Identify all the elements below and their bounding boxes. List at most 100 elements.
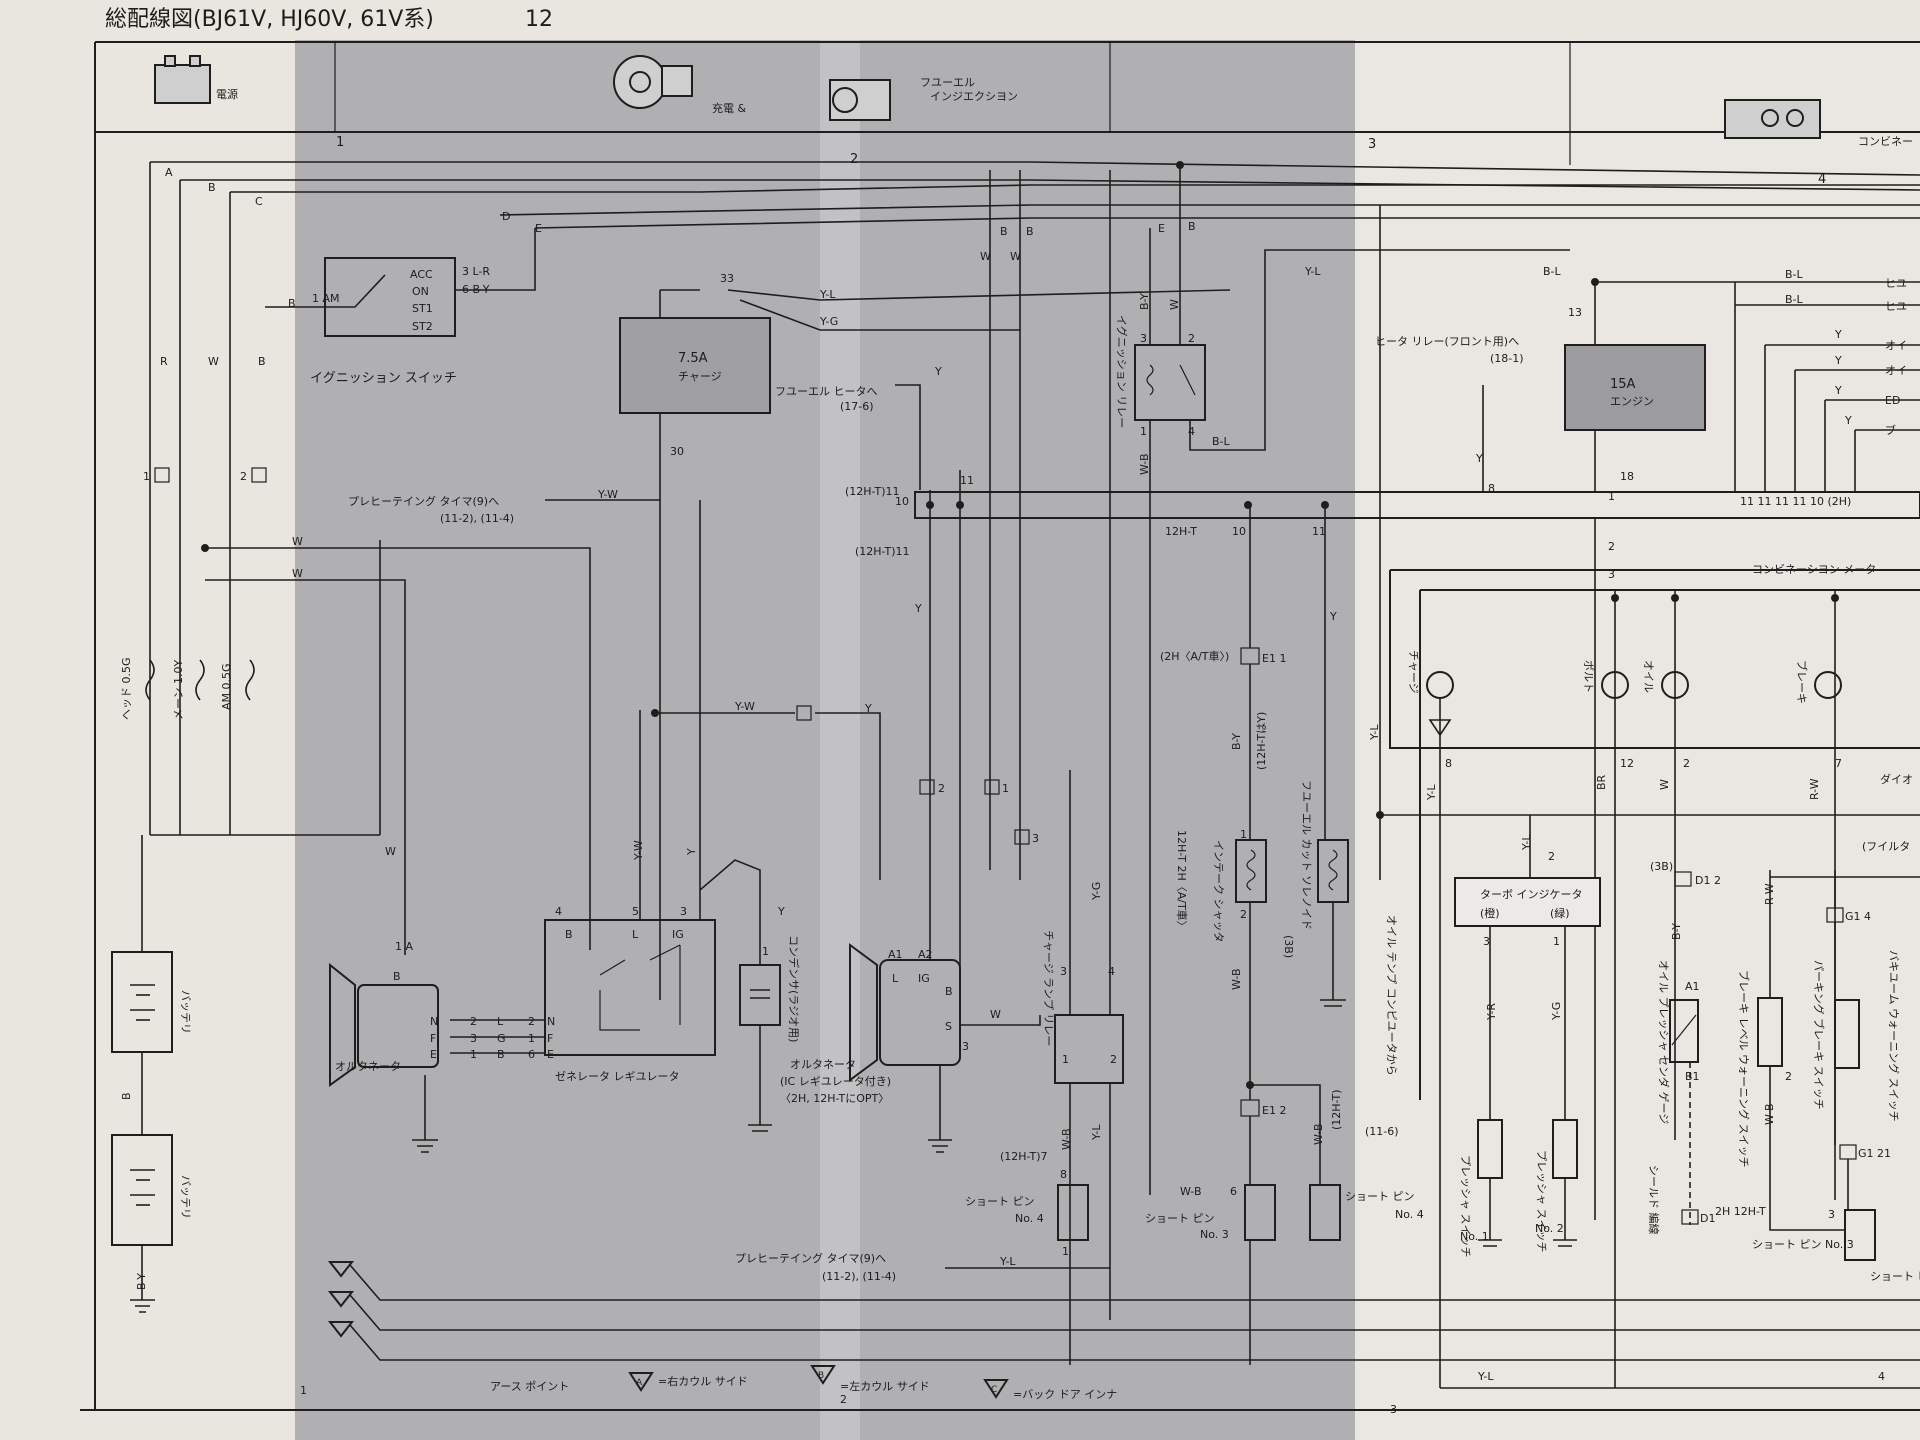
reg-row3-n: E bbox=[547, 1048, 554, 1061]
alt2-wire-w: W bbox=[990, 1008, 1001, 1021]
injection-pump-icon bbox=[829, 79, 891, 121]
gauge-pin-8: 8 bbox=[1445, 757, 1452, 770]
wire-b-left: B bbox=[258, 355, 266, 368]
gauge-wire-yl: Y-L bbox=[1425, 784, 1438, 801]
battery-wire-b: B bbox=[120, 1092, 133, 1100]
line-d: D bbox=[502, 210, 510, 223]
charge-fuse bbox=[619, 317, 771, 414]
column-4: 4 bbox=[1818, 172, 1826, 187]
ign-term-on: ON bbox=[412, 285, 429, 298]
intake-note-2h: (2H〈A/T車〉) bbox=[1160, 649, 1229, 663]
right-out-y-3: Y bbox=[1834, 384, 1842, 397]
right-target-4: オイ bbox=[1885, 364, 1907, 377]
ign-relay-pin-1: 1 bbox=[1140, 425, 1147, 438]
junction bbox=[926, 501, 934, 509]
alt1-ground bbox=[412, 1075, 438, 1153]
shield-label: シールド 編線 bbox=[1647, 1165, 1661, 1235]
harness-bus bbox=[914, 491, 1920, 519]
fuse-links bbox=[145, 659, 255, 701]
mid-12ht-10: 12H-T bbox=[1165, 525, 1197, 538]
heater-relay-wire: Y bbox=[1475, 452, 1483, 465]
alternator-2-note: (IC レギユレータ付き) bbox=[780, 1075, 891, 1088]
short-pin-4a-pin8: 8 bbox=[1060, 1168, 1067, 1181]
left-connector-1 bbox=[154, 467, 170, 483]
right-target-6: ブ bbox=[1885, 423, 1896, 437]
gauge-pin-7: 7 bbox=[1835, 757, 1842, 770]
turbo-indicator bbox=[1454, 877, 1601, 927]
engine-fuse-amps: 15A bbox=[1610, 377, 1636, 392]
turbo-amber: (橙) bbox=[1480, 906, 1500, 920]
charge-fuse-name: チャージ bbox=[678, 370, 722, 383]
paper-right bbox=[1355, 40, 1920, 1440]
right-target-1: ヒユ bbox=[1885, 277, 1907, 290]
right-target-3: オイ bbox=[1885, 339, 1907, 352]
fuel-heater-wire: Y bbox=[934, 365, 942, 378]
wire-w: W bbox=[208, 355, 219, 368]
short-pin-4a-no: No. 4 bbox=[1015, 1212, 1044, 1225]
preheat-refs-2: (11-2), (11-4) bbox=[822, 1270, 896, 1283]
fuel-heater-ref: (17-6) bbox=[840, 400, 874, 413]
ground-symbol bbox=[130, 1299, 155, 1313]
alt2-pin-l: L bbox=[892, 972, 899, 985]
ground-b: B bbox=[818, 1371, 824, 1381]
ign-term-st1: ST1 bbox=[412, 302, 433, 315]
frame bbox=[80, 41, 1920, 1411]
pressure-switch-2-label: プレッシャ スイッチ bbox=[1535, 1150, 1548, 1253]
conn-f2-label: 2 bbox=[938, 782, 945, 795]
relay-pin-2: 2 bbox=[1110, 1053, 1117, 1066]
ign-relay-pin-3: 3 bbox=[1140, 332, 1147, 345]
regulator-feeds bbox=[639, 500, 701, 920]
charge-wire-yl: Y-L bbox=[819, 288, 836, 301]
alt-reg-wires bbox=[450, 1019, 545, 1054]
diode-label: ダイオ bbox=[1880, 772, 1913, 786]
meter-icon bbox=[1724, 99, 1821, 139]
alt1-n: N bbox=[430, 1015, 438, 1028]
conn-d1 bbox=[1674, 871, 1692, 887]
reg-b: B bbox=[565, 928, 573, 941]
filter-label: (フイルタ bbox=[1862, 840, 1910, 853]
conn-d1-b-label: D1 bbox=[1700, 1212, 1715, 1225]
footer-col-4: 4 bbox=[1878, 1370, 1885, 1383]
heater-relay-ref: (18-1) bbox=[1490, 352, 1524, 365]
left-connector-2-label: 2 bbox=[240, 470, 247, 483]
preheat-timer: プレヒーテイング タイマ(9)へ bbox=[348, 494, 499, 508]
bus-12ht-11-b: (12H-T)11 bbox=[855, 545, 910, 558]
relay-wires bbox=[1069, 170, 1111, 1365]
footer-col-1: 1 bbox=[300, 1384, 307, 1397]
right-pin-2: 2 bbox=[1608, 540, 1615, 553]
ground-a: A bbox=[636, 1378, 643, 1388]
ground-wire-by: B-Y bbox=[135, 1273, 148, 1290]
ground-a-desc: =右カウル サイド bbox=[658, 1374, 748, 1388]
ign-out-lr: 3 L-R bbox=[462, 265, 490, 278]
conn-f1-label: 1 bbox=[1002, 782, 1009, 795]
reg-row1-n: N bbox=[547, 1015, 555, 1028]
section-fuel-2: インジエクシヨン bbox=[930, 90, 1018, 103]
right-pin-3: 3 bbox=[1608, 568, 1615, 581]
right-target-2: ヒユ bbox=[1885, 300, 1907, 313]
gauge-wire-w: W bbox=[1658, 779, 1671, 790]
conn-e1-label: E1 1 bbox=[1262, 652, 1286, 665]
turbo-wire-yl: Y-L bbox=[1520, 834, 1533, 851]
short-pin-4a bbox=[1057, 1184, 1089, 1241]
intake-pin-2: 2 bbox=[1240, 908, 1247, 921]
intake-wire-wb: W-B bbox=[1230, 968, 1243, 990]
right-outputs bbox=[1734, 282, 1856, 492]
short-pin-3-right bbox=[1844, 1209, 1876, 1261]
bus-12ht-11: (12H-T)11 bbox=[845, 485, 900, 498]
parking-brake-label: パーキング ブレーキ スイッチ bbox=[1812, 960, 1826, 1110]
conn-f3-label: 3 bbox=[1032, 832, 1039, 845]
turbo-wire-yr: Y-R bbox=[1485, 1003, 1498, 1021]
reg-row2-a: 3 bbox=[470, 1032, 477, 1045]
reg-row2-n: F bbox=[547, 1032, 553, 1045]
mid-y-label: Y bbox=[914, 602, 922, 615]
right-out-bl-1: B-L bbox=[1785, 268, 1804, 281]
junction bbox=[1376, 811, 1384, 819]
alt2-pin-b: B bbox=[945, 985, 953, 998]
short-pin-3-pin6: 6 bbox=[1230, 1185, 1237, 1198]
brake-pin-2: 2 bbox=[1785, 1070, 1792, 1083]
regulator-internals bbox=[599, 944, 681, 1031]
ignition-relay-coil bbox=[1146, 364, 1196, 396]
short-pin-no3-right: ショート ピン No. 3 bbox=[1752, 1238, 1854, 1251]
reg-row1-b: 2 bbox=[528, 1015, 535, 1028]
